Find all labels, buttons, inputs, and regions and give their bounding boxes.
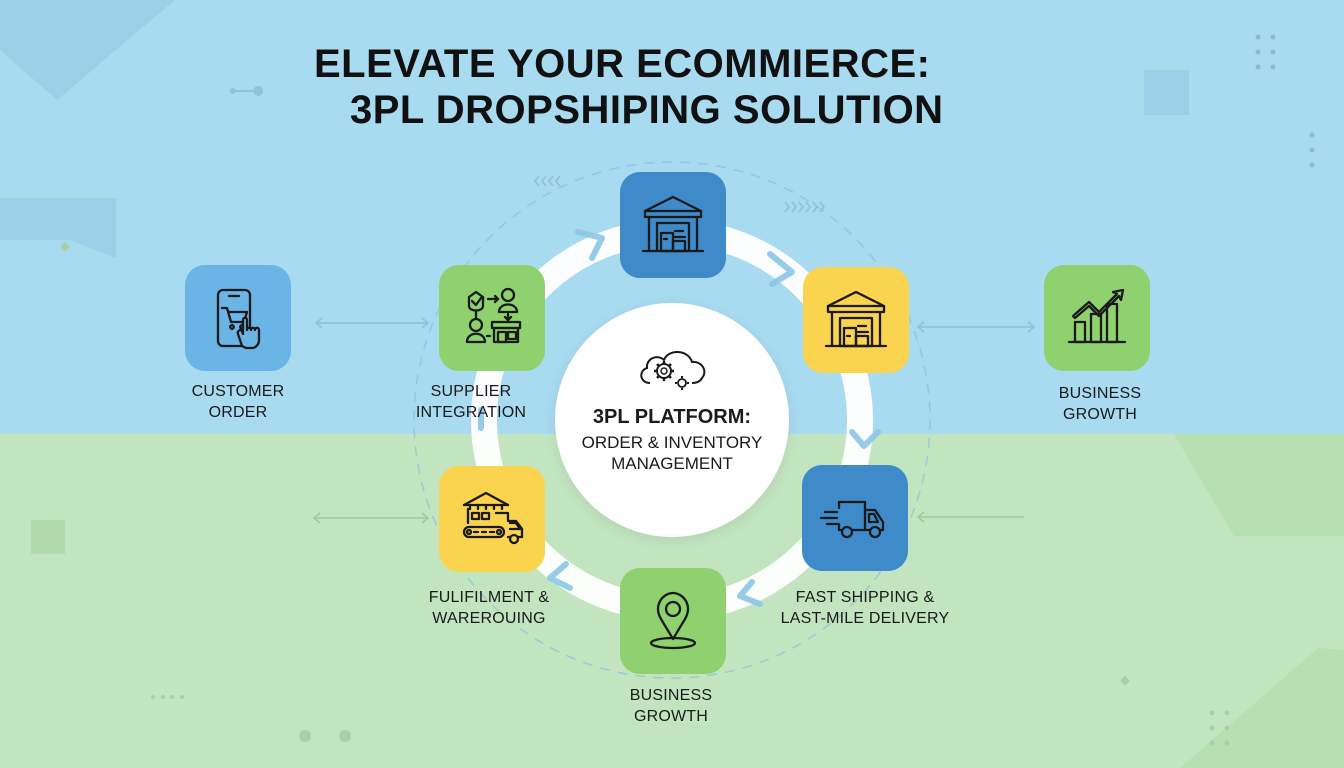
node-warehouse-right	[803, 267, 909, 373]
label-fast-shipping: FAST SHIPPING & LAST-MILE DELIVERY	[781, 587, 950, 629]
label-business-growth-right: BUSINESS GROWTH	[1059, 383, 1142, 425]
location-pin-icon	[649, 591, 697, 650]
supplier-network-icon	[465, 287, 522, 344]
warehouse-icon	[641, 195, 705, 253]
node-business-growth-bottom	[620, 568, 726, 674]
label-line: CUSTOMER	[191, 383, 285, 400]
label-line: SUPPLIER	[430, 383, 512, 400]
label-line: WAREROUING	[432, 610, 546, 627]
label-line: BUSINESS	[629, 687, 713, 704]
mobile-cart-icon	[216, 288, 261, 350]
warehouse-icon	[824, 290, 888, 348]
fulfilment-warehouse-icon	[462, 491, 524, 545]
label-customer-order: CUSTOMER ORDER	[192, 381, 285, 423]
label-line: FULIFILMENT &	[428, 589, 550, 606]
node-fast-shipping	[802, 465, 908, 571]
label-line: BUSINESS	[1058, 385, 1142, 402]
label-line: INTEGRATION	[415, 404, 527, 421]
platform-subtitle-line-1: ORDER & INVENTORY	[581, 433, 763, 452]
node-business-growth-right	[1044, 265, 1150, 371]
node-customer-order	[185, 265, 291, 371]
platform-subtitle-line-2: MANAGEMENT	[611, 454, 733, 473]
label-line: FAST SHIPPING &	[795, 589, 935, 606]
node-warehouse-top	[620, 172, 726, 278]
platform-hub	[555, 303, 789, 537]
cloud-gears-icon	[640, 351, 706, 390]
label-supplier-integration: SUPPLIER INTEGRATION	[416, 381, 526, 423]
label-line: GROWTH	[1062, 406, 1138, 423]
label-line: LAST-MILE DELIVERY	[780, 610, 950, 627]
platform-title: 3PL PLATFORM:	[592, 406, 752, 428]
title-line-1: ELEVATE YOUR ECOMMIERCE:	[314, 42, 931, 86]
label-line: GROWTH	[633, 708, 709, 725]
platform-subtitle: ORDER & INVENTORY MANAGEMENT	[582, 432, 763, 474]
label-line: ORDER	[208, 404, 268, 421]
label-fulfilment-warehousing: FULIFILMENT & WAREROUING	[429, 587, 550, 629]
node-fulfilment-warehousing	[439, 466, 545, 572]
delivery-truck-icon	[819, 500, 885, 539]
growth-chart-icon	[1067, 288, 1127, 344]
node-supplier-integration	[439, 265, 545, 371]
title-line-2: 3PL DROPSHIPING SOLUTION	[350, 88, 944, 132]
label-business-growth-bottom: BUSINESS GROWTH	[630, 685, 713, 727]
